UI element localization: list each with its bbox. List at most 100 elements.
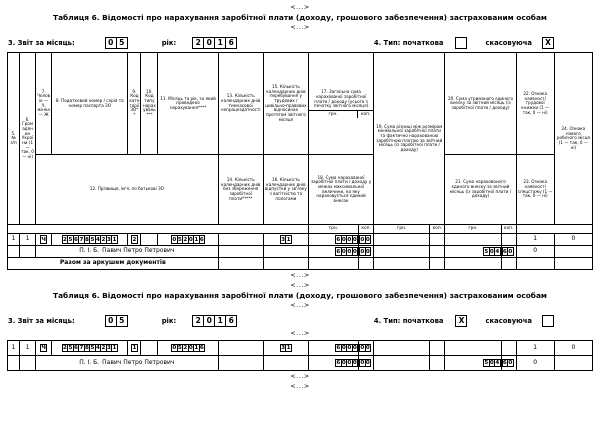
- kop-label: коп.: [358, 224, 375, 235]
- digit-box: 0: [351, 343, 358, 353]
- person-name-cell: П. І. Б.Павич Петро Петрович: [35, 245, 219, 259]
- period-digit-box: 1: [214, 36, 227, 49]
- new-workplace-flag: 0: [553, 233, 594, 247]
- col20-header: 20. Сума утриманого єдиного внеску за зв…: [444, 52, 517, 156]
- col7-header: 7. Чоловік — Ч, жінка — Ж: [35, 52, 53, 156]
- ellipsis-marker: <...>: [290, 23, 310, 32]
- period-digit-box: 1: [214, 314, 227, 327]
- digit-box: 4: [494, 358, 501, 368]
- report-type-label: 4. Тип: початкова: [373, 316, 444, 325]
- col5-header: 5. № з/п: [6, 52, 21, 226]
- col17-header-text: 17. Загальна сума нарахованої заробітної…: [313, 89, 369, 109]
- col16-header: 16. Кількість календарних днів відпустки…: [262, 154, 309, 226]
- report-type-label: 4. Тип: початкова: [373, 38, 444, 47]
- digit-box: 0: [364, 235, 372, 244]
- diff-grn-cell: [373, 354, 431, 371]
- person-name: Павич Петро Петрович: [102, 247, 175, 255]
- ellipsis-marker: <...>: [290, 329, 310, 338]
- maternity-days-cell: [262, 354, 309, 371]
- col21-header: 21. Сума нарахованого єдиного внеску за …: [444, 154, 517, 226]
- digit-box: 0: [507, 358, 514, 368]
- kop-label: коп.: [360, 111, 371, 117]
- accrual-type-cell: [140, 233, 159, 247]
- ellipsis-marker: <...>: [290, 3, 310, 11]
- table6-main: 5. № з/п 6. Громадянин України (1 — так,…: [6, 52, 594, 271]
- sick-days-cell: [217, 339, 264, 356]
- withheld-grn-cell: [444, 339, 502, 356]
- row-number: 1: [6, 233, 21, 247]
- citizen-flag: 1: [19, 339, 37, 356]
- withheld-kop-cell: [500, 339, 517, 356]
- total-empty-cell: [429, 257, 446, 271]
- digit-box: 0: [364, 343, 372, 353]
- col6-header: 6. Громадянин України (1 — так, 0 — ні): [19, 52, 37, 226]
- digit-box: 0: [507, 247, 514, 256]
- empty-cell: [19, 245, 37, 259]
- table6-title: Таблиця 6. Відомості про нарахування зар…: [53, 12, 547, 22]
- special-record-flag: 0: [515, 354, 555, 371]
- digit-box: 1: [131, 343, 138, 353]
- special-record-flag: 0: [515, 245, 555, 259]
- digit-box: 2: [131, 235, 138, 244]
- digit-box: Ч: [40, 343, 47, 353]
- sick-days-cell: [217, 233, 264, 247]
- table6-title-continuation: Таблиця 6. Відомості про нарахування зар…: [53, 290, 547, 300]
- col14-header: 14. Кількість календарних днів без збере…: [217, 154, 264, 226]
- digit-box: 0: [364, 358, 372, 368]
- sex-cell: Ч: [35, 339, 53, 356]
- digit-box: 0: [351, 247, 358, 256]
- kop-label: коп.: [429, 224, 446, 235]
- col8-header: 8. Податковий номер / серія та номер пас…: [51, 52, 129, 156]
- period-digit-box: 6: [225, 36, 238, 49]
- diff-kop-cell: [429, 233, 446, 247]
- ellipsis-marker: <...>: [290, 301, 310, 310]
- name-label: П. І. Б.: [79, 358, 100, 366]
- report-cancel-label: скасовуюча: [485, 38, 532, 47]
- type-initial-box: [455, 36, 468, 49]
- type-cancel-box: [542, 314, 554, 327]
- ellipsis-marker: <...>: [290, 381, 310, 390]
- ellipsis-marker: <...>: [290, 280, 310, 289]
- col22-header: 22. Ознака наявності трудової книжки (1 …: [515, 52, 555, 156]
- total-empty-cell: [515, 257, 555, 271]
- type-initial-box: X: [455, 314, 468, 327]
- period-digit-box: 0: [203, 314, 216, 327]
- digit-box: 4: [494, 247, 501, 256]
- total-empty-cell: [307, 257, 360, 271]
- empty-cell: [6, 245, 21, 259]
- period-digit-box: 5: [115, 36, 128, 49]
- grn-label: грн.: [444, 224, 502, 235]
- col15-header: 15. Кількість календарних днів перебуван…: [262, 52, 309, 156]
- col24-header: 24. Ознака нового робочого місця (1 — та…: [553, 52, 594, 226]
- diff-grn-cell: [373, 245, 431, 259]
- total-empty-cell: [358, 257, 375, 271]
- digit-box: 6: [198, 343, 206, 353]
- total-empty-cell: [444, 257, 502, 271]
- report-page: <...> Таблиця 6. Відомості про нарахуван…: [6, 3, 594, 390]
- col18-header: 18. Сума нарахованої заробітної плати / …: [307, 154, 375, 226]
- period-digit-box: 0: [104, 314, 117, 327]
- person-name: Павич Петро Петрович: [102, 358, 175, 366]
- grn-label: грн.: [307, 224, 360, 235]
- ellipsis-marker: <...>: [290, 271, 310, 280]
- new-workplace-flag: 0: [553, 339, 594, 356]
- unpaid-days-cell: [217, 354, 264, 371]
- ellipsis-marker: <...>: [290, 371, 310, 380]
- diff-kop-cell: [429, 245, 446, 259]
- digit-box: 1: [285, 343, 292, 353]
- units-row-spacer: [7, 224, 309, 235]
- report-month-label: 3. Звіт за місяць:: [8, 316, 75, 325]
- digit-box: 1: [111, 235, 118, 244]
- col13-header: 13. Кількість календарних днів тимчасово…: [217, 52, 264, 156]
- report-year-label: рік:: [161, 38, 177, 47]
